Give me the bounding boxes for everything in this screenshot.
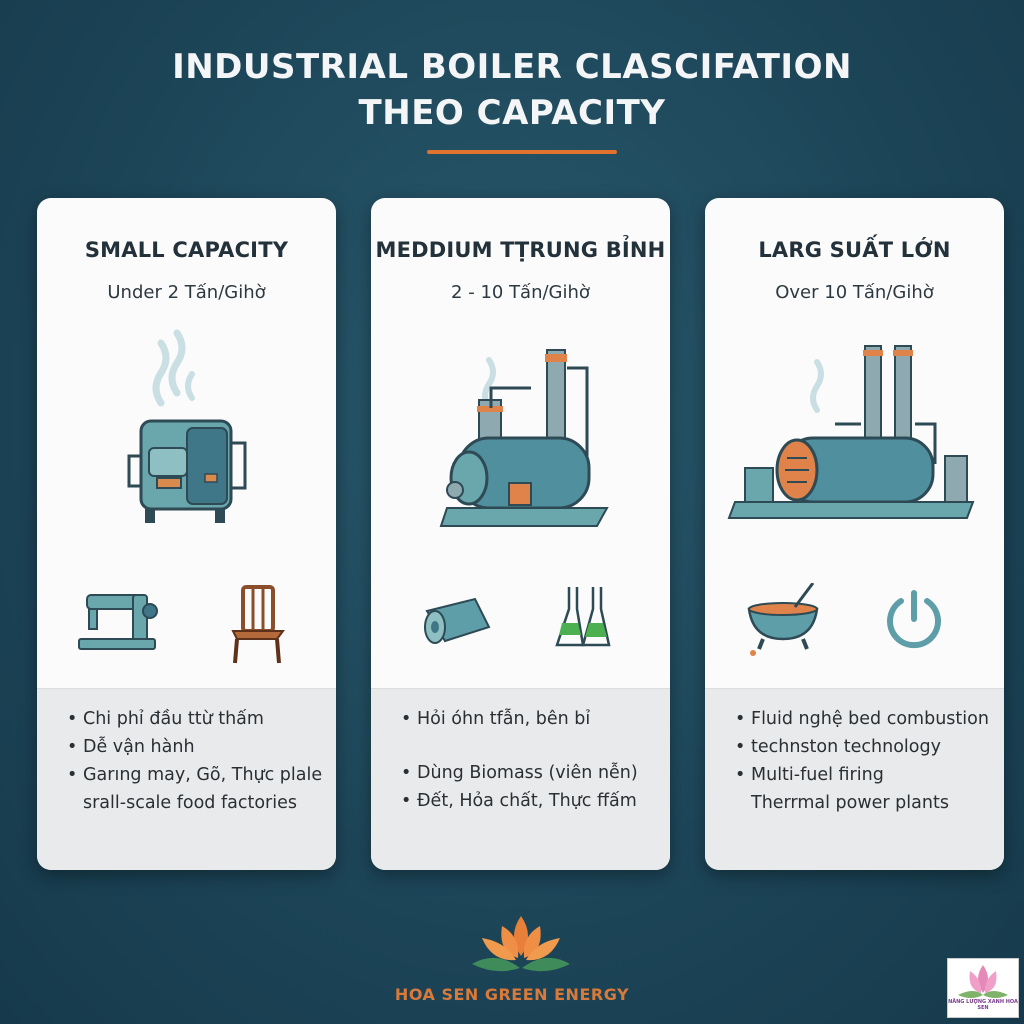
card-icons: [78, 585, 285, 664]
card-features: Chi phỉ đầu ttừ thấm Dễ vận hành Garıng …: [37, 688, 336, 870]
wooden-chair-icon: [231, 585, 285, 664]
card-range: 2 - 10 Tấn/Gihờ: [451, 282, 590, 303]
boiler-large-plant-icon: [727, 345, 975, 519]
card-features: Hỏi óhn tfẫn, bên bỉ Dùng Biomass (viên …: [371, 688, 670, 870]
feature-item: Dùng Biomass (viên nễn): [401, 759, 670, 787]
feature-item: Dễ vận hành: [67, 733, 336, 761]
feature-item: Hỏi óhn tfẫn, bên bỉ: [401, 705, 670, 733]
lotus-icon: [958, 965, 1008, 998]
boiler-medium-icon: [439, 349, 609, 527]
cooking-pot-icon: [747, 583, 819, 656]
feature-item: technston technology: [735, 733, 1004, 761]
brand-name: HOA SEN GREEN ENERGY: [394, 985, 630, 1004]
card-icons: [424, 587, 611, 647]
card-large-capacity: LARG SUẤT LỚN Over 10 Tấn/Gihờ: [705, 198, 1004, 870]
page-title: INDUSTRIAL BOILER CLASCIFATION THEO CAPA…: [0, 44, 1024, 136]
title-line-1: INDUSTRIAL BOILER CLASCIFATION: [172, 47, 852, 87]
feature-item: Garıng may, Gõ, Thực plale: [67, 761, 336, 789]
feature-item: Fluid nghệ bed combustion: [735, 705, 1004, 733]
card-heading: SMALL CAPACITY: [84, 238, 289, 262]
feature-item: Đết, Hỏa chất, Thực ffấm: [401, 787, 670, 815]
boiler-small-icon: [127, 329, 247, 523]
card-small-capacity: SMALL CAPACITY Under 2 Tấn/Gihờ: [37, 198, 336, 870]
feature-item: srall-scale food factories: [83, 793, 297, 813]
feature-item: Therrmal power plants: [751, 793, 949, 813]
feature-item: Multi-fuel firing: [735, 761, 1004, 789]
feature-item: Chi phỉ đầu ttừ thấm: [67, 705, 336, 733]
card-features: Fluid nghệ bed combustion technston tech…: [705, 688, 1004, 870]
brand-badge: NĂNG LƯỢNG XANH HOA SEN: [947, 958, 1019, 1018]
power-icon: [887, 590, 941, 649]
sewing-machine-icon: [78, 594, 158, 650]
title-line-2: THEO CAPACITY: [358, 93, 666, 133]
chemistry-flasks-icon: [555, 587, 611, 647]
title-divider: [427, 150, 617, 154]
card-icons: [747, 583, 941, 656]
card-range: Under 2 Tấn/Gihờ: [107, 282, 266, 303]
lotus-icon: [472, 916, 570, 972]
card-medium-capacity: MEDDIUM TṬRUNG BỈNH 2 - 10 Tấn/Gihờ Hỏi …: [371, 198, 670, 870]
fabric-roll-icon: [424, 597, 491, 644]
card-heading: LARG SUẤT LỚN: [758, 238, 951, 262]
badge-text: NĂNG LƯỢNG XANH HOA SEN: [948, 999, 1018, 1011]
card-heading: MEDDIUM TṬRUNG BỈNH: [375, 238, 666, 262]
card-range: Over 10 Tấn/Gihờ: [775, 282, 934, 303]
